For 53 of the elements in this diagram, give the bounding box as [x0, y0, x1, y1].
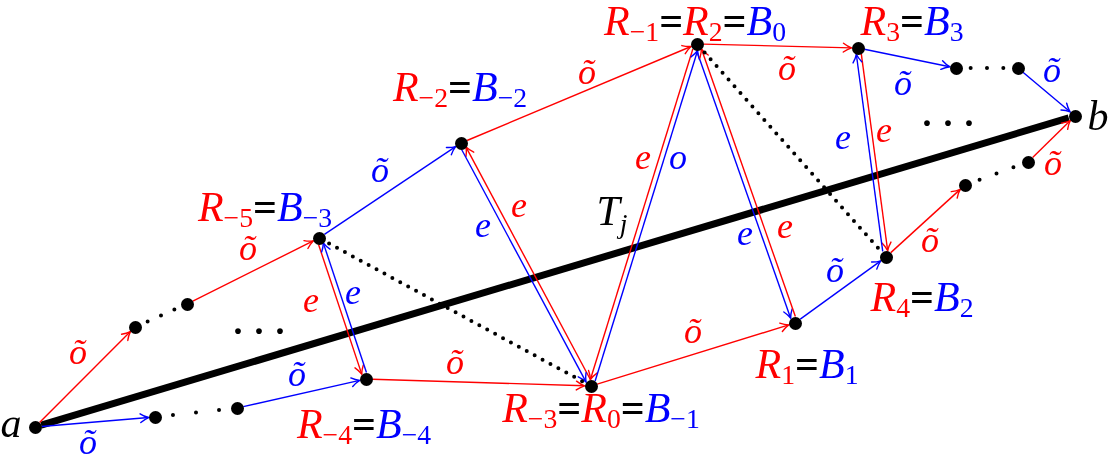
edge-label: e: [777, 208, 793, 244]
edge-label: e: [635, 139, 651, 175]
point-dot: [454, 136, 468, 150]
point-dot: [180, 297, 194, 311]
edge-label: o: [669, 139, 687, 175]
edge-label: õ: [684, 313, 702, 349]
point-label: b: [1087, 95, 1109, 137]
point-dot: [230, 401, 244, 415]
point-dot: [690, 37, 704, 51]
point-dot: [28, 420, 42, 434]
point-label: R$_{−2}$=B$_{−2}$: [392, 65, 528, 108]
edge-label: e: [511, 187, 527, 223]
edge-label: õ: [578, 54, 596, 90]
edge-label: õ: [826, 252, 844, 288]
edge-label: e: [737, 215, 753, 251]
point-dot: [879, 250, 893, 264]
point-label: R$_{3}$=B$_{3}$: [860, 0, 964, 42]
point-dot: [958, 178, 972, 192]
edge-label: õ: [446, 344, 464, 380]
edge-label: e: [475, 207, 491, 243]
edge-label: e: [345, 274, 361, 310]
thick-line: [40, 114, 1070, 429]
edge-label: e: [835, 119, 851, 155]
edge-label: õ: [778, 50, 796, 86]
edge-label: e: [876, 112, 892, 148]
edge-label: õ: [921, 222, 939, 258]
point-dot: [128, 320, 142, 334]
point-dot: [312, 231, 326, 245]
edge-label: õ: [69, 334, 87, 370]
edge-label: õ: [1043, 52, 1061, 88]
ellipsis-label: · · ·: [921, 105, 975, 141]
edge-label: õ: [1044, 145, 1062, 181]
point-label: R$_{4}$=B$_{2}$: [870, 275, 974, 318]
ellipsis-label: · · ·: [232, 313, 286, 349]
point-dot: [851, 41, 865, 55]
point-label: R$_{−3}$=R$_{0}$=B$_{−1}$: [502, 387, 700, 429]
edge-label: õ: [288, 356, 306, 392]
point-dot: [1021, 155, 1035, 169]
edge-label: e: [303, 282, 319, 318]
point-label: R$_{−5}$=B$_{−3}$: [197, 185, 333, 228]
point-label: R$_{1}$=B$_{1}$: [755, 342, 859, 385]
point-label: a: [0, 402, 22, 444]
point-dot: [148, 410, 162, 424]
edge-label: õ: [79, 424, 97, 460]
edge-label: õ: [371, 152, 389, 188]
edge-label: õ: [239, 230, 257, 266]
point-dot: [1011, 61, 1025, 75]
point-label: R$_{−1}$=R$_{2}$=B$_{0}$: [603, 0, 787, 42]
edge-label: õ: [894, 65, 912, 101]
point-dot: [949, 61, 963, 75]
point-label: R$_{−4}$=B$_{−4}$: [296, 402, 432, 445]
point-dot: [788, 316, 802, 330]
point-dot: [359, 372, 373, 386]
